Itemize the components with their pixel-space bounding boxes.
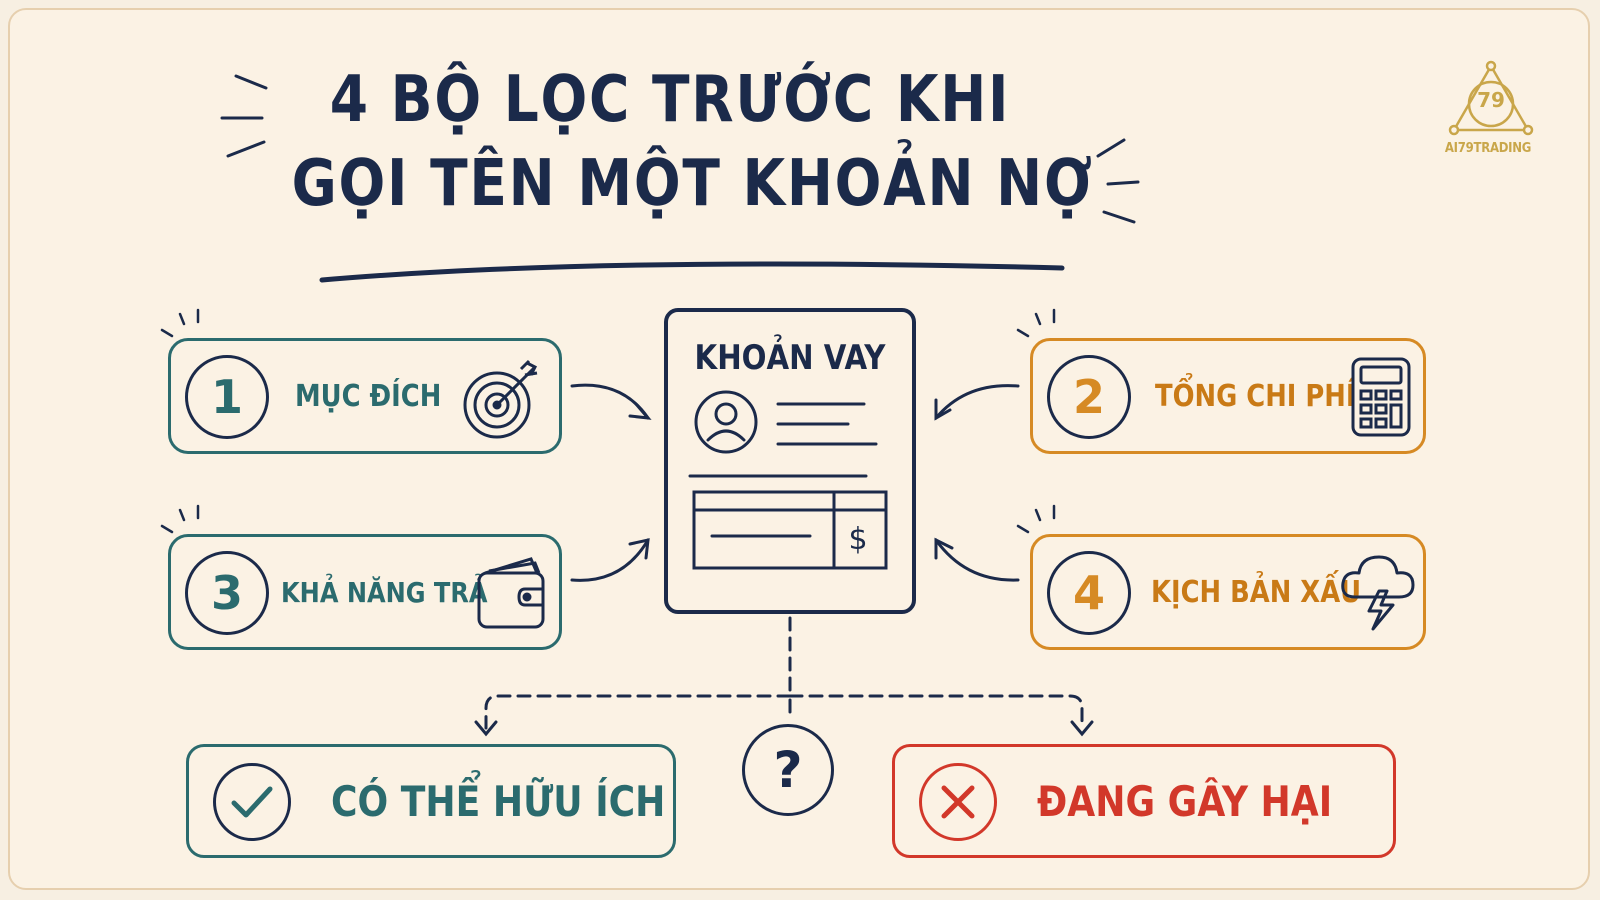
brand-logo-icon [1448, 60, 1534, 136]
result-box-helpful: CÓ THỂ HỮU ÍCH [186, 744, 676, 858]
filter-label-1: MỤC ĐÍCH [295, 378, 442, 414]
title-accent-right-2 [1106, 180, 1140, 186]
loan-document-body [688, 390, 888, 570]
arrow-2-head [934, 398, 952, 421]
title-accent-right-3 [1102, 210, 1136, 224]
title-line-1: 4 BỘ LỌC TRƯỚC KHI [329, 63, 1011, 137]
arrow-1-to-loan [570, 383, 650, 420]
filter-box-3: 3 KHẢ NĂNG TRẢ [168, 534, 562, 650]
filter-box-2: 2 TỔNG CHI PHÍ [1030, 338, 1426, 454]
filter-label-2: TỔNG CHI PHÍ [1155, 378, 1356, 414]
page-title: 4 BỘ LỌC TRƯỚC KHI GỌI TÊN MỘT KHOẢN NỢ [291, 58, 1094, 226]
loan-document: KHOẢN VAY $ [664, 308, 916, 614]
borrower-avatar-icon [694, 390, 758, 454]
flow-arrows [570, 383, 1020, 582]
question-symbol: ? [742, 724, 834, 816]
filter-box-4: 4 KỊCH BẢN XẤU [1030, 534, 1426, 650]
title-accent-right-1 [1096, 138, 1126, 158]
brand-name: AI79TRADING [1444, 141, 1532, 156]
wallet-icon [477, 557, 545, 629]
filter-number-2: 2 [1047, 355, 1131, 439]
filter-box-1: 1 MỤC ĐÍCH [168, 338, 562, 454]
arrow-3-to-loan [570, 538, 650, 582]
filter-label-3: KHẢ NĂNG TRẢ [281, 575, 488, 609]
title-accent-left-1 [234, 74, 268, 90]
filter-number-4: 4 [1047, 551, 1131, 635]
title-accent-left-3 [226, 140, 266, 158]
storm-cloud-icon [1341, 555, 1415, 631]
filter-label-4: KỊCH BẢN XẤU [1151, 574, 1362, 610]
decision-branch-right [788, 694, 1084, 730]
title-line-2: GỌI TÊN MỘT KHOẢN NỢ [291, 147, 1094, 221]
brand-logo-number: 79 [1477, 88, 1505, 112]
decision-branch-left [484, 694, 792, 730]
decision-lines [484, 616, 1084, 730]
result-box-harmful: ĐANG GÂY HẠI [892, 744, 1396, 858]
loan-document-title: KHOẢN VAY [694, 338, 886, 378]
arrow-4-head [934, 537, 954, 560]
filter-number-3: 3 [185, 551, 269, 635]
decision-arrowheads [474, 720, 1094, 737]
arrow-3-head [628, 538, 650, 560]
payment-box [692, 490, 888, 570]
check-icon [213, 763, 291, 841]
cross-icon [919, 763, 997, 841]
result-label-helpful: CÓ THỂ HỮU ÍCH [331, 776, 666, 826]
arrow-2-to-loan [934, 384, 1020, 420]
title-underline [319, 261, 1065, 283]
currency-symbol: $ [848, 522, 868, 557]
target-icon [463, 359, 538, 439]
filter-number-1: 1 [185, 355, 269, 439]
result-label-harmful: ĐANG GÂY HẠI [1037, 776, 1333, 826]
arrow-4-to-loan [934, 538, 1020, 582]
arrow-1-head [628, 402, 652, 420]
sparkle-marks [160, 308, 1056, 534]
calculator-icon [1351, 357, 1411, 437]
